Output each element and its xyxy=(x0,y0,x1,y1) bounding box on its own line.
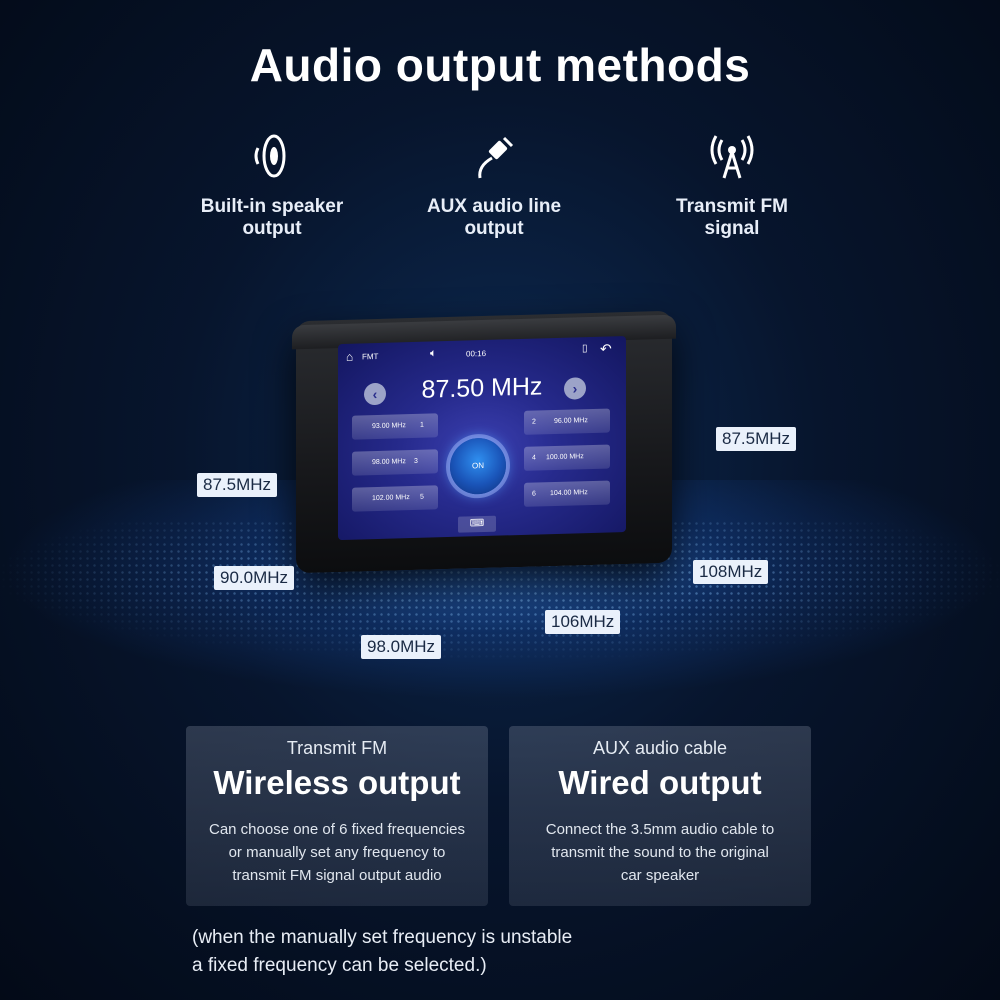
frequency-tag: 87.5MHz xyxy=(197,473,278,497)
aux-cable-icon xyxy=(478,136,514,179)
device-screen: ⌂ FMT 🔈︎ 00:16 ▯ ↶ ‹ 87.50 MHz › 93.00 M… xyxy=(338,336,626,541)
frequency-tag: 87.5MHz xyxy=(716,427,797,451)
frequency-tag: 106MHz xyxy=(545,610,621,634)
card-title: Wired output xyxy=(558,764,762,801)
antenna-icon xyxy=(710,135,754,179)
card-description-line: car speaker xyxy=(620,867,700,884)
footnote-line: a fixed frequency can be selected.) xyxy=(192,955,487,976)
footnote-line: (when the manually set frequency is unst… xyxy=(192,927,573,948)
preset-frequency: 100.00 MHz xyxy=(546,453,584,462)
volume-icon[interactable]: 🔈︎ xyxy=(430,347,437,360)
preset-frequency: 96.00 MHz xyxy=(554,417,588,426)
method-transmit-fm: Transmit FM signal xyxy=(622,128,842,240)
card-description: Can choose one of 6 fixed frequencies or… xyxy=(194,818,480,887)
preset-button[interactable]: 6 104.00 MHz xyxy=(524,480,610,507)
preset-number: 2 xyxy=(532,418,536,426)
frequency-tag: 98.0MHz xyxy=(361,635,442,659)
wireless-output-card: Transmit FM Wireless output Can choose o… xyxy=(186,726,488,906)
preset-frequency: 98.00 MHz xyxy=(372,458,406,467)
frequency-tag: 90.0MHz xyxy=(214,566,295,590)
card-subtitle: Transmit FM xyxy=(286,738,388,758)
preset-frequency: 93.00 MHz xyxy=(372,422,406,431)
method-label-line2: output xyxy=(242,218,302,239)
preset-button[interactable]: 4 100.00 MHz xyxy=(524,444,610,471)
preset-number: 5 xyxy=(420,493,424,501)
preset-number: 3 xyxy=(414,457,418,465)
status-label: FMT xyxy=(362,351,379,362)
card-subtitle: AUX audio cable xyxy=(592,738,728,758)
preset-frequency: 104.00 MHz xyxy=(550,489,588,498)
method-label-line2: signal xyxy=(704,218,760,239)
power-on-button[interactable]: ON xyxy=(450,437,506,495)
method-label-line1: AUX audio line xyxy=(426,196,562,217)
preset-button[interactable]: 2 96.00 MHz xyxy=(524,408,610,435)
preset-number: 1 xyxy=(420,421,424,429)
footnote: (when the manually set frequency is unst… xyxy=(192,924,812,980)
preset-number: 4 xyxy=(532,454,536,462)
preset-button[interactable]: 102.00 MHz 5 xyxy=(352,485,438,512)
method-label-line1: Transmit FM xyxy=(676,196,788,217)
card-title: Wireless output xyxy=(213,764,461,801)
method-label-line2: output xyxy=(464,218,524,239)
page-title: Audio output methods xyxy=(249,39,751,91)
back-icon[interactable]: ↶ xyxy=(600,340,612,357)
wired-output-card: AUX audio cable Wired output Connect the… xyxy=(509,726,811,906)
card-description-line: or manually set any frequency to xyxy=(228,844,446,861)
frequency-tag: 108MHz xyxy=(693,560,769,584)
speaker-icon xyxy=(254,134,286,178)
card-description-line: transmit the sound to the original xyxy=(551,844,769,861)
card-description-line: Can choose one of 6 fixed frequencies xyxy=(208,821,465,838)
method-builtin-speaker: Built-in speaker output xyxy=(162,128,382,240)
clock: 00:16 xyxy=(466,348,487,359)
preset-button[interactable]: 93.00 MHz 1 xyxy=(352,413,438,440)
preset-number: 6 xyxy=(532,490,536,498)
sd-card-icon: ▯ xyxy=(582,343,588,355)
card-description: Connect the 3.5mm audio cable to transmi… xyxy=(517,818,803,887)
card-description-line: Connect the 3.5mm audio cable to xyxy=(545,821,775,838)
keyboard-icon[interactable]: ⌨ xyxy=(458,515,496,533)
preset-button[interactable]: 98.00 MHz 3 xyxy=(352,449,438,476)
card-description-line: transmit FM signal output audio xyxy=(232,867,442,884)
carplay-device: ⌂ FMT 🔈︎ 00:16 ▯ ↶ ‹ 87.50 MHz › 93.00 M… xyxy=(292,310,676,574)
home-icon[interactable]: ⌂ xyxy=(346,349,354,364)
method-label-line1: Built-in speaker xyxy=(200,196,344,217)
preset-frequency: 102.00 MHz xyxy=(372,494,410,503)
method-aux-line: AUX audio line output xyxy=(384,128,604,240)
